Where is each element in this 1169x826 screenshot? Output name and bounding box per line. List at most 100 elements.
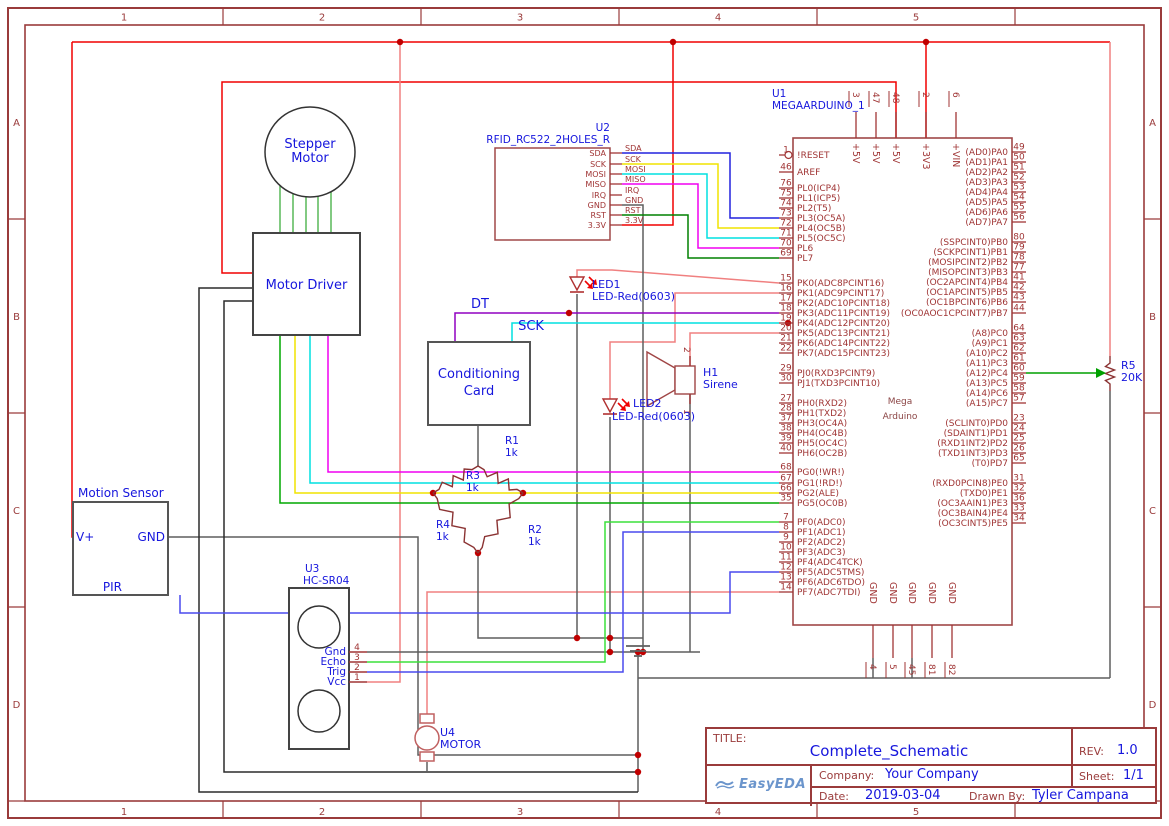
wire-sck-rfid[interactable] — [622, 163, 779, 229]
resistor-value[interactable]: 1k — [436, 531, 450, 543]
arduino-pin-number: 34 — [1013, 514, 1025, 524]
net-label-dt[interactable]: DT — [471, 297, 489, 312]
stepper-motor-symbol[interactable] — [264, 106, 356, 198]
wire-rst[interactable] — [622, 214, 779, 259]
motion-sensor-symbol[interactable] — [72, 501, 169, 596]
resistor-ref[interactable]: R2 — [528, 524, 542, 536]
conditioning-card-label[interactable]: Card — [464, 384, 494, 399]
date-value[interactable]: 2019-03-04 — [865, 788, 941, 803]
resistor-ref[interactable]: R1 — [505, 435, 519, 447]
wire-bus-yellow[interactable] — [294, 335, 779, 494]
led-symbol[interactable] — [601, 398, 619, 414]
wire-sck-net[interactable] — [511, 322, 779, 342]
drawn-by-value[interactable]: Tyler Campana — [1032, 788, 1129, 803]
wire-trig[interactable] — [367, 531, 779, 673]
motor-symbol[interactable] — [419, 713, 435, 724]
arduino-name[interactable]: MEGAARDUINO_1 — [772, 100, 865, 112]
schematic-title[interactable]: Complete_Schematic — [809, 742, 969, 760]
wire-motor-pf7[interactable] — [426, 591, 779, 714]
wire-mosi[interactable] — [622, 173, 779, 239]
hcsr04-name[interactable]: HC-SR04 — [303, 575, 350, 587]
resistor-ref[interactable]: R5 — [1121, 359, 1136, 372]
led-value[interactable]: LED-Red(0603) — [592, 290, 675, 303]
led-ref[interactable]: LED2 — [633, 397, 662, 410]
rev-value[interactable]: 1.0 — [1117, 743, 1138, 758]
wire-dt[interactable] — [454, 312, 779, 342]
sirene-ref[interactable]: H1 — [703, 366, 718, 379]
motor-ref[interactable]: U4 — [440, 726, 455, 739]
arduino-pin-name: GND — [946, 582, 957, 604]
border-row-label: D — [13, 700, 21, 711]
resistor-ref[interactable]: R4 — [436, 519, 450, 531]
motion-sensor-label[interactable]: Motion Sensor — [78, 486, 164, 500]
wire-driver-gnd2[interactable] — [223, 300, 638, 773]
arduino-pin-name: (RXD0PCIN8)PE0 — [932, 479, 1008, 489]
resistor-ref[interactable]: R3 — [466, 470, 480, 482]
arduino-pin-number: 20 — [780, 324, 792, 334]
motor-driver-label[interactable]: Motor Driver — [266, 278, 348, 293]
arduino-ref[interactable]: U1 — [772, 88, 786, 100]
motor-name[interactable]: MOTOR — [440, 738, 482, 751]
wire-sirene-pk5[interactable] — [689, 332, 779, 366]
wire-bus-cyan[interactable] — [309, 335, 779, 484]
arduino-symbol[interactable] — [792, 137, 1013, 626]
wire-bridge-gnd[interactable] — [477, 553, 643, 639]
rfid-ref[interactable]: U2 — [596, 122, 610, 134]
wire-bus-magenta[interactable] — [327, 335, 779, 473]
resistor-value[interactable]: 1k — [505, 447, 519, 459]
led-value[interactable]: LED-Red(0603) — [612, 410, 695, 423]
net-label-sck[interactable]: SCK — [518, 319, 544, 334]
motor-driver-symbol[interactable] — [252, 232, 361, 336]
wire-motion-gnd[interactable] — [168, 536, 638, 756]
hcsr04-ref[interactable]: U3 — [305, 563, 319, 575]
rfid-symbol[interactable] — [494, 147, 611, 241]
potentiometer-r5[interactable] — [1103, 356, 1117, 391]
rfid-net-label: MISO — [625, 175, 646, 184]
arduino-pin-number: 76 — [780, 179, 792, 189]
company-value[interactable]: Your Company — [885, 767, 979, 782]
wire-miso[interactable] — [622, 183, 779, 249]
led-emission-arrow — [591, 279, 597, 285]
bridge-resistor[interactable] — [477, 465, 524, 494]
arduino-pin-number: 64 — [1013, 324, 1025, 334]
resistor-value[interactable]: 20K — [1121, 371, 1143, 384]
wire-led2-pk1[interactable] — [609, 292, 779, 399]
wire-echo[interactable] — [367, 521, 779, 663]
wire-motion-vplus[interactable] — [71, 42, 75, 538]
sirene-symbol[interactable] — [674, 365, 696, 395]
wire-5v-rail[interactable] — [221, 81, 897, 274]
motor-symbol[interactable] — [414, 725, 440, 751]
wire-hc-vcc[interactable] — [367, 42, 401, 683]
arduino-pin-number: 26 — [1013, 444, 1025, 454]
bridge-resistor[interactable] — [477, 492, 524, 554]
motor-symbol[interactable] — [419, 751, 435, 762]
arduino-pin-name: GND — [906, 582, 917, 604]
led-symbol[interactable] — [568, 276, 586, 292]
bridge-resistor[interactable] — [432, 465, 479, 494]
arduino-pin-name: PL7 — [797, 254, 813, 264]
conditioning-card-label[interactable]: Conditioning — [438, 367, 520, 382]
rfid-name[interactable]: RFID_RC522_2HOLES_R — [486, 134, 610, 146]
led-ref[interactable]: LED1 — [592, 278, 621, 291]
resistor-value[interactable]: 1k — [528, 536, 542, 548]
junction-dot — [606, 648, 614, 656]
sirene-name[interactable]: Sirene — [703, 378, 738, 391]
stepper-motor-label[interactable]: Stepper — [284, 137, 336, 152]
wire-led1-pk0[interactable] — [576, 269, 780, 284]
wire-rfid-3v3[interactable] — [622, 42, 674, 226]
conditioning-card-symbol[interactable] — [427, 341, 531, 426]
sheet-label: Sheet: — [1079, 770, 1115, 783]
stepper-motor-label[interactable]: Motor — [291, 151, 329, 166]
arduino-pin-name: (OC3AAIN1)PE3 — [937, 499, 1008, 509]
bridge-resistor[interactable] — [432, 492, 479, 554]
arduino-pin-name: +3V3 — [920, 143, 931, 170]
arduino-pin-name: PG5(OC0B) — [797, 499, 847, 509]
resistor-value[interactable]: 1k — [466, 482, 480, 494]
sheet-value[interactable]: 1/1 — [1123, 768, 1144, 783]
wire-pir[interactable] — [179, 571, 779, 614]
wire-driver-gnd1[interactable] — [198, 287, 638, 793]
wire-bus-green[interactable] — [279, 335, 779, 504]
arduino-pin-name: (AD2)PA2 — [965, 168, 1008, 178]
wire-sda[interactable] — [622, 152, 779, 219]
arduino-pin-name: (OC1BPCINT6)PB6 — [926, 298, 1008, 308]
